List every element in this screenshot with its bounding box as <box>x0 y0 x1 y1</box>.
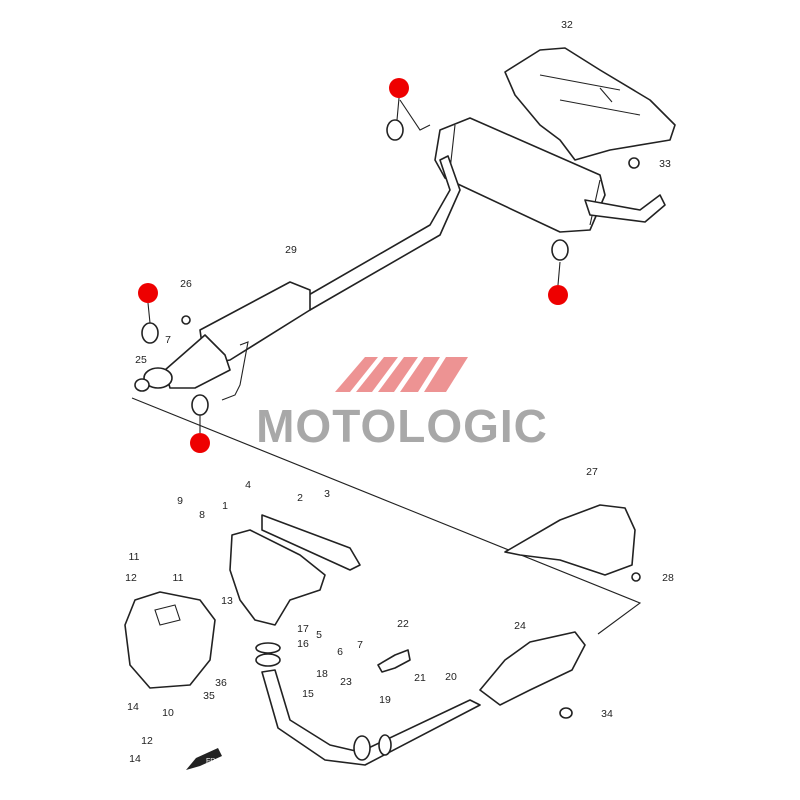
gasket-16 <box>255 642 281 654</box>
red-marker <box>190 433 210 453</box>
callout-21: 21 <box>414 672 426 684</box>
callout-7: 7 <box>165 334 171 346</box>
manifold-gasket <box>261 514 361 571</box>
callout-17: 17 <box>297 623 309 635</box>
callout-24: 24 <box>514 620 526 632</box>
pipe-flange <box>143 367 173 389</box>
callout-4: 4 <box>245 479 251 491</box>
callout-14: 14 <box>127 701 139 713</box>
callout-1: 1 <box>222 500 228 512</box>
callout-10: 10 <box>162 707 174 719</box>
gasket-25 <box>134 378 150 392</box>
callout-26: 26 <box>180 278 192 290</box>
callout-11: 11 <box>173 572 184 584</box>
callout-8: 8 <box>199 509 205 521</box>
callout-23: 23 <box>340 676 352 688</box>
callout-11: 11 <box>129 551 140 563</box>
callout-2: 2 <box>297 492 303 504</box>
nut-33 <box>628 157 640 169</box>
tail-pipe <box>584 194 666 223</box>
callout-22: 22 <box>397 618 409 630</box>
front-arrow-text: FR <box>206 758 215 765</box>
red-marker <box>138 283 158 303</box>
bolt-28 <box>631 572 641 582</box>
catalytic-converter <box>479 631 586 706</box>
flange-joint <box>353 735 371 761</box>
callout-19: 19 <box>379 694 391 706</box>
main-muffler <box>434 117 606 233</box>
nut-26 <box>181 315 191 325</box>
red-marker <box>389 78 409 98</box>
bracket-22 <box>377 649 411 673</box>
callout-12: 12 <box>125 572 137 584</box>
callout-6: 6 <box>337 646 343 658</box>
callout-18: 18 <box>316 668 328 680</box>
heat-shield-upper <box>504 47 676 161</box>
callout-9: 9 <box>177 495 183 507</box>
intermediate-pipe <box>299 155 461 311</box>
red-markers <box>138 78 568 453</box>
callout-13: 13 <box>221 595 233 607</box>
hanger-rubber-2[interactable] <box>141 322 159 344</box>
callout-25: 25 <box>135 354 147 366</box>
callout-12: 12 <box>141 735 153 747</box>
callout-28: 28 <box>662 572 674 584</box>
watermark-text: MOTOLOGIC <box>256 400 548 452</box>
callout-27: 27 <box>586 466 598 478</box>
gasket-19 <box>378 734 392 756</box>
callout-16: 16 <box>297 638 309 650</box>
callout-7: 7 <box>357 639 363 651</box>
callout-15: 15 <box>302 688 314 700</box>
pipe-flange-lower <box>255 653 281 667</box>
callout-29: 29 <box>285 244 297 256</box>
front-catalyst <box>164 334 231 389</box>
front-pipe-15 <box>261 669 481 766</box>
callout-36: 36 <box>215 677 227 689</box>
exhaust-manifold <box>229 529 326 626</box>
callout-3: 3 <box>324 488 330 500</box>
callout-20: 20 <box>445 671 457 683</box>
callout-5: 5 <box>316 629 322 641</box>
heat-shield-lower <box>504 504 636 576</box>
callout-32: 32 <box>561 19 573 31</box>
callout-34: 34 <box>601 708 613 720</box>
front-arrow-icon <box>186 748 222 770</box>
callout-35: 35 <box>203 690 215 702</box>
hanger-rubber-3[interactable] <box>551 239 569 261</box>
manifold-cover <box>124 591 216 689</box>
group-boundary-lines <box>131 397 642 635</box>
callout-labels: 32 33 29 26 7 25 27 28 24 34 9 8 1 4 2 3… <box>125 19 674 765</box>
hanger-rubber-4[interactable] <box>191 394 209 416</box>
red-marker <box>548 285 568 305</box>
hanger-rubber-1[interactable] <box>386 119 404 141</box>
callout-33: 33 <box>659 158 671 170</box>
callout-14: 14 <box>129 753 141 765</box>
nut-34 <box>559 707 573 719</box>
watermark-logo-stripes <box>335 357 468 392</box>
